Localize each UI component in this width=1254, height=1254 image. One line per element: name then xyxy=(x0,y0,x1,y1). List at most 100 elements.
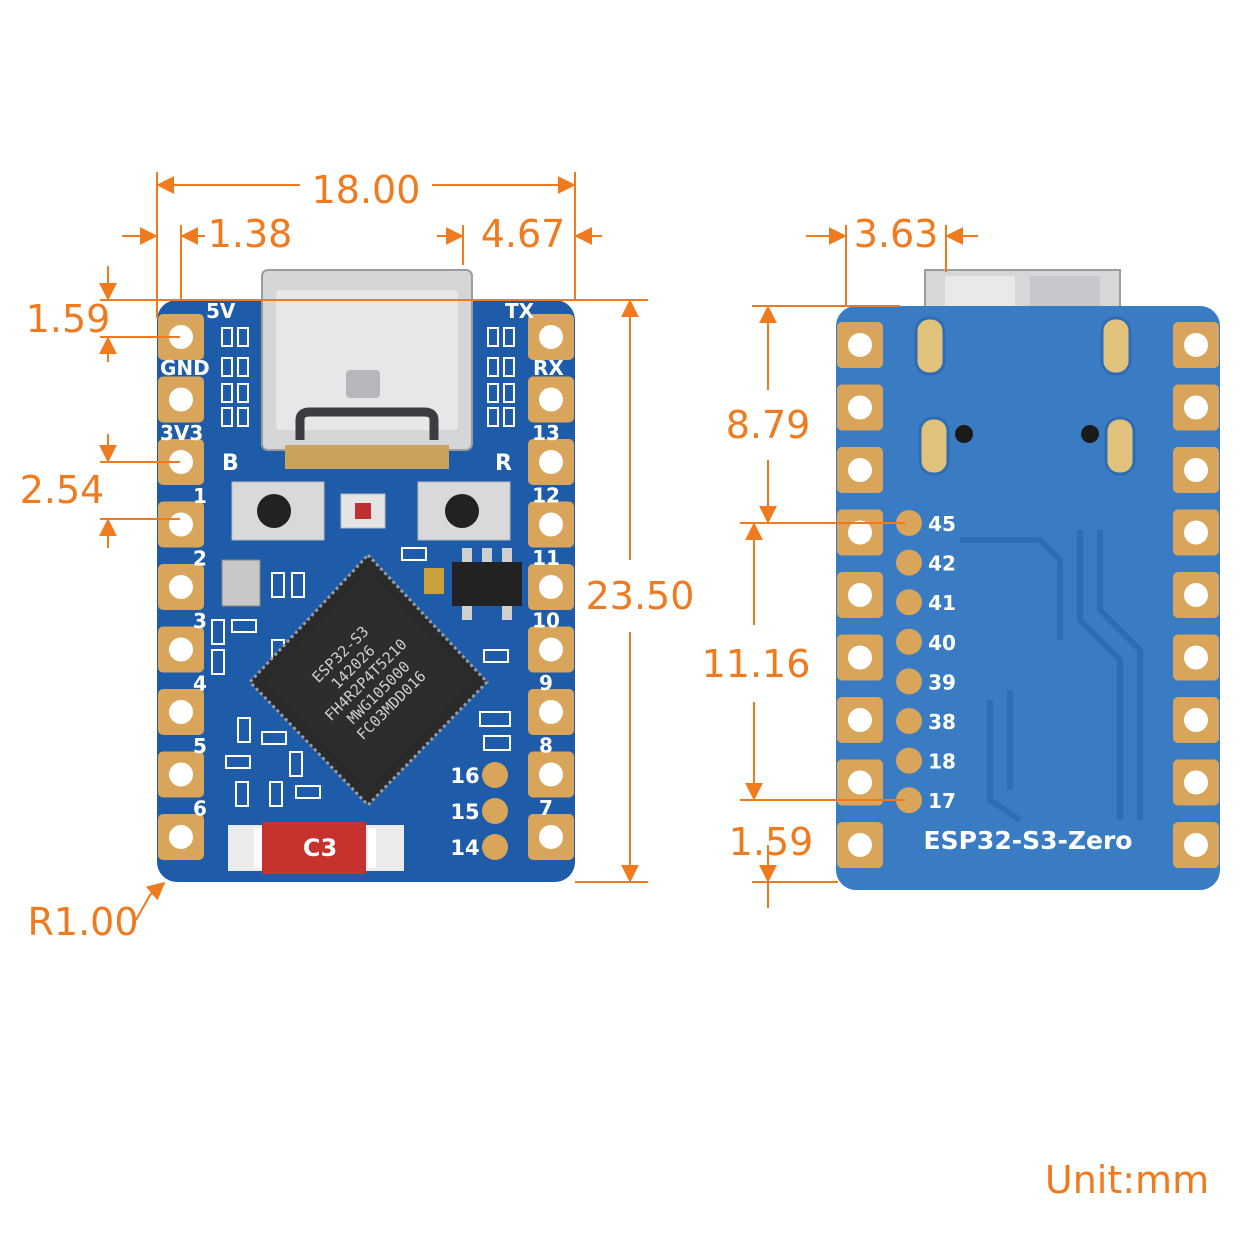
back-pin-label: 39 xyxy=(928,670,956,694)
back-pin-label: 40 xyxy=(928,631,956,655)
back-pin-label: 17 xyxy=(928,789,956,813)
dim-radius: R1.00 xyxy=(27,900,138,944)
c3-block: C3 xyxy=(228,822,404,874)
front-right-pad xyxy=(528,814,574,860)
capacitor xyxy=(424,568,444,594)
back-right-pad xyxy=(1173,697,1219,743)
silk-components-misc xyxy=(211,547,511,807)
esp32-s3-chip: ESP32-S3142026FH4R2P4T5210MWG105000FC03M… xyxy=(247,552,490,808)
back-left-pad xyxy=(837,634,883,681)
label-gnd: GND xyxy=(160,356,210,380)
front-left-pad xyxy=(158,376,204,423)
reset-button[interactable] xyxy=(417,481,511,541)
crystal xyxy=(221,559,261,607)
dim-height: 23.50 xyxy=(586,574,695,618)
back-pin-pad xyxy=(896,668,922,695)
back-pin-pads: 45 42 41 40 39 38 18 17 xyxy=(896,510,956,814)
left-pin-label: 4 xyxy=(193,672,207,696)
right-pin-label: 8 xyxy=(539,734,553,758)
inner-pad xyxy=(482,762,508,788)
inner-pad xyxy=(482,798,508,824)
front-right-pad xyxy=(528,689,574,735)
inner-pad-label: 16 xyxy=(450,764,479,788)
back-right-pads xyxy=(1173,322,1219,868)
front-right-pad xyxy=(528,626,574,673)
dim-right-offset: 4.67 xyxy=(481,212,566,256)
back-pin-label: 45 xyxy=(928,512,956,536)
front-left-pad xyxy=(158,564,204,610)
dim-pad-span: 11.16 xyxy=(702,642,811,686)
back-pin-pad xyxy=(896,549,922,576)
back-left-pad xyxy=(837,822,883,868)
left-pin-label: 3 xyxy=(193,609,207,633)
back-left-pad xyxy=(837,759,883,806)
label-button-r: R xyxy=(495,451,512,476)
label-tx: TX xyxy=(505,299,535,323)
front-right-pads xyxy=(528,314,574,860)
back-pcb xyxy=(836,306,1220,890)
front-right-pad xyxy=(528,314,574,360)
right-pin-label: 10 xyxy=(532,609,560,633)
label-button-b: B xyxy=(222,451,239,476)
dim-usb-offset: 3.63 xyxy=(854,212,939,256)
back-pin-label: 42 xyxy=(928,552,956,576)
boot-button[interactable] xyxy=(231,481,325,541)
front-left-pad xyxy=(158,751,204,798)
front-dimensions xyxy=(99,172,648,921)
front-right-pad xyxy=(528,564,574,610)
back-pin-pad xyxy=(896,787,922,814)
right-pin-label: 13 xyxy=(532,421,560,445)
front-left-pad xyxy=(158,626,204,673)
board-name: ESP32-S3-Zero xyxy=(924,826,1133,855)
back-usb-connector xyxy=(924,269,1121,313)
back-left-pad xyxy=(837,447,883,493)
front-right-pad xyxy=(528,751,574,798)
back-left-pad xyxy=(837,322,883,368)
back-pin-pad xyxy=(896,510,922,536)
dim-top-gap: 1.59 xyxy=(26,297,111,341)
left-pin-label: 5 xyxy=(193,734,207,758)
back-right-pad xyxy=(1173,634,1219,681)
front-left-pad xyxy=(158,314,204,360)
regulator xyxy=(452,548,522,620)
front-left-pad xyxy=(158,439,204,485)
back-pin-label: 18 xyxy=(928,750,956,774)
front-left-pad xyxy=(158,501,204,548)
front-board: ESP32-S3142026FH4R2P4T5210MWG105000FC03M… xyxy=(157,269,575,882)
inner-pad xyxy=(482,834,508,860)
back-slots xyxy=(914,316,1136,476)
back-left-pad xyxy=(837,384,883,431)
back-pin-label: 41 xyxy=(928,591,956,615)
inner-pad-label: 15 xyxy=(450,800,479,824)
left-pin-label: 1 xyxy=(193,484,207,508)
back-right-pad xyxy=(1173,572,1219,618)
back-right-pad xyxy=(1173,384,1219,431)
c3-label: C3 xyxy=(303,834,337,862)
back-pin-label: 38 xyxy=(928,710,956,734)
front-left-pads xyxy=(158,314,204,860)
label-5v: 5V xyxy=(206,299,236,323)
usb-c-connector xyxy=(261,269,473,469)
right-pin-label: 12 xyxy=(532,484,560,508)
back-left-pad xyxy=(837,572,883,618)
front-right-pad xyxy=(528,439,574,485)
back-dimensions xyxy=(740,225,978,908)
dim-width: 18.00 xyxy=(312,168,421,212)
dim-pitch: 2.54 xyxy=(20,468,105,512)
back-pin-pad xyxy=(896,628,922,655)
front-right-pad xyxy=(528,501,574,548)
back-pin-pad xyxy=(896,589,922,616)
front-inner-pads: 16 15 14 xyxy=(450,762,508,860)
label-3v3: 3V3 xyxy=(160,421,203,445)
right-pin-label: 11 xyxy=(532,546,560,570)
back-right-pad xyxy=(1173,509,1219,556)
back-board: 45 42 41 40 39 38 18 17 ESP32-S3-Zero xyxy=(836,269,1220,890)
back-right-pad xyxy=(1173,322,1219,368)
front-left-pad xyxy=(158,689,204,735)
dim-left-offset: 1.38 xyxy=(208,212,293,256)
led-die xyxy=(355,503,371,519)
dim-bottom-gap: 1.59 xyxy=(729,820,814,864)
inner-pad-label: 14 xyxy=(450,836,479,860)
unit-label: Unit:mm xyxy=(1045,1158,1209,1202)
